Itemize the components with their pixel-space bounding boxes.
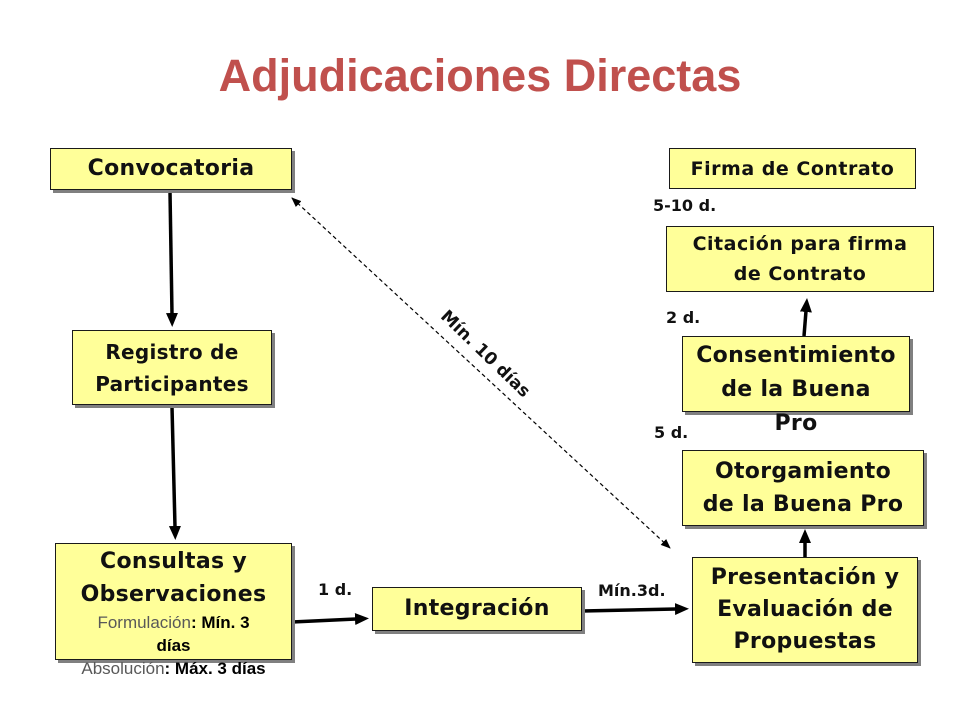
consultas-observaciones-box: Consultas y Observaciones Formulación: M… bbox=[55, 543, 292, 678]
consultas-line-1: Consultas y bbox=[100, 549, 247, 574]
convocatoria-text: Convocatoria bbox=[87, 156, 255, 181]
one-day-label: 1 d. bbox=[318, 580, 353, 599]
firma-text: Firma de Contrato bbox=[690, 157, 895, 180]
otorgamiento-buena-pro-box: Otorgamiento de la Buena Pro bbox=[682, 450, 924, 526]
dashed-arrow-min-10-dias bbox=[291, 197, 671, 549]
citacion-line-2: de Contrato bbox=[733, 263, 867, 285]
registro-line-1: Registro de bbox=[105, 339, 239, 364]
firma-contrato-box: Firma de Contrato bbox=[669, 148, 916, 189]
min-3-days-label: Mín.3d. bbox=[598, 581, 666, 600]
absolucion-value: : Máx. 3 días bbox=[164, 659, 266, 678]
otorgamiento-line-1: Otorgamiento bbox=[714, 459, 892, 484]
arrow-consentimiento-to-citacion bbox=[799, 298, 812, 337]
two-days-label: 2 d. bbox=[666, 308, 701, 327]
formulacion-value: : Mín. 3 días bbox=[156, 613, 250, 655]
consentimiento-line-3: Pro bbox=[774, 411, 818, 436]
registro-line-2: Participantes bbox=[95, 371, 249, 396]
consultas-line-2: Observaciones bbox=[80, 582, 267, 607]
integracion-box: Integración bbox=[372, 587, 582, 631]
formulacion-label: Formulación bbox=[97, 613, 191, 632]
consentimiento-buena-pro-box: Consentimiento de la Buena Pro bbox=[682, 336, 910, 436]
consentimiento-line-2: de la Buena bbox=[721, 377, 871, 402]
convocatoria-box: Convocatoria bbox=[50, 148, 292, 190]
absolucion-text: Absolución: Máx. 3 días bbox=[56, 657, 291, 680]
otorgamiento-line-2: de la Buena Pro bbox=[702, 492, 904, 517]
arrow-integracion-to-presentacion bbox=[581, 603, 689, 616]
absolucion-label: Absolución bbox=[81, 659, 165, 678]
consentimiento-line-1: Consentimiento bbox=[696, 343, 896, 368]
arrow-registro-to-consultas bbox=[168, 406, 181, 540]
five-days-label: 5 d. bbox=[654, 423, 689, 442]
registro-participantes-box: Registro de Participantes bbox=[72, 330, 272, 405]
formulacion-text: Formulación: Mín. 3 días bbox=[89, 611, 259, 657]
slide-title: Adjudicaciones Directas bbox=[218, 50, 742, 101]
integracion-text: Integración bbox=[404, 596, 550, 621]
arrow-convocatoria-to-registro bbox=[165, 191, 178, 327]
presentacion-line-1: Presentación y bbox=[710, 565, 900, 590]
citacion-firma-contrato-box: Citación para firma de Contrato bbox=[666, 226, 934, 292]
presentacion-line-2: Evaluación de bbox=[717, 597, 893, 622]
arrow-consultas-to-integracion bbox=[291, 613, 369, 626]
citacion-line-1: Citación para firma bbox=[692, 233, 908, 255]
presentacion-line-3: Propuestas bbox=[733, 629, 877, 654]
five-to-ten-days-label: 5-10 d. bbox=[653, 196, 717, 215]
presentacion-evaluacion-box: Presentación y Evaluación de Propuestas bbox=[692, 557, 918, 663]
